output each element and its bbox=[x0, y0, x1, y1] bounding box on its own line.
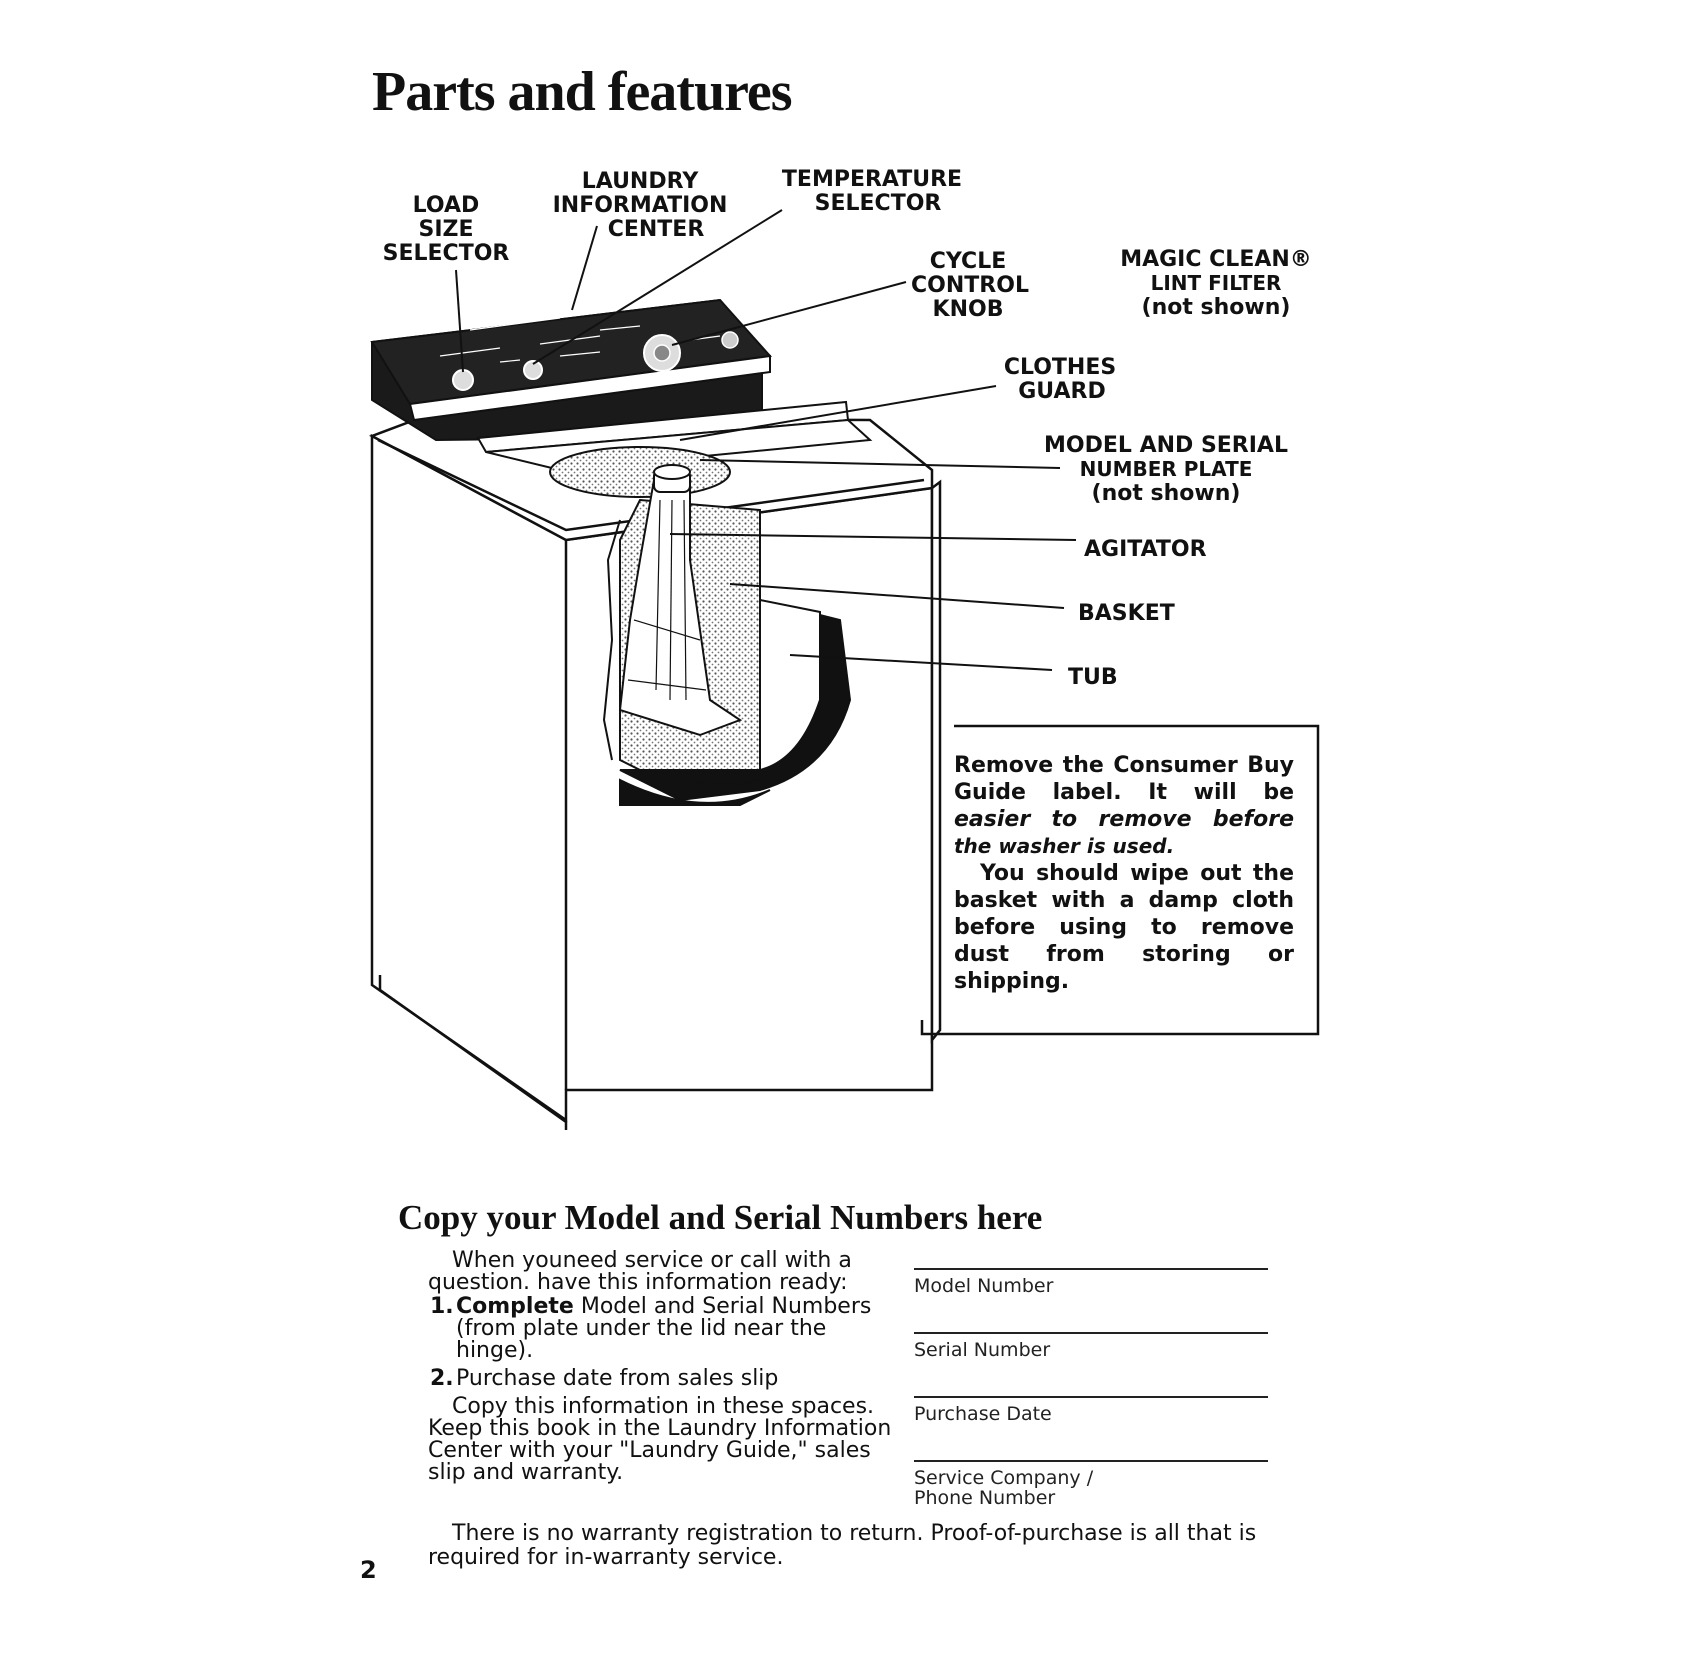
label-magic-clean-lint-filter: MAGIC CLEAN® LINT FILTER (not shown) bbox=[1120, 247, 1312, 320]
label-load-size-selector: LOAD SIZE SELECTOR bbox=[383, 193, 510, 266]
warranty-note-text: There is no warranty registration to ret… bbox=[428, 1521, 1257, 1570]
record-heading: Copy your Model and Serial Numbers here bbox=[398, 1198, 1043, 1237]
record-intro: When youneed service or call with a ques… bbox=[428, 1248, 852, 1295]
serial-number-field[interactable]: Serial Number bbox=[914, 1332, 1268, 1396]
purchase-date-line bbox=[914, 1396, 1268, 1398]
notice-box bbox=[920, 724, 1320, 1036]
step-2-text: Purchase date from sales slip bbox=[456, 1366, 779, 1391]
notice-line-remove-label: Remove the Consumer Buy Guide label. bbox=[954, 753, 1294, 805]
notice-line-easier-italic: easier to remove before bbox=[954, 807, 1294, 832]
model-number-line bbox=[914, 1268, 1268, 1270]
cycle-control-knob-line2: CONTROL bbox=[911, 273, 1029, 298]
label-model-serial-plate: MODEL AND SERIAL NUMBER PLATE (not shown… bbox=[1044, 433, 1288, 506]
magic-clean-line2: LINT FILTER bbox=[1151, 271, 1282, 295]
clothes-guard-line1: CLOTHES bbox=[1004, 355, 1116, 380]
label-clothes-guard: CLOTHES GUARD bbox=[1004, 355, 1116, 404]
label-cycle-control-knob: CYCLE CONTROL KNOB bbox=[911, 249, 1029, 322]
load-size-selector-line1: LOAD bbox=[413, 193, 480, 218]
model-serial-plate-line1: MODEL AND SERIAL bbox=[1044, 433, 1288, 458]
load-size-selector-line3: SELECTOR bbox=[383, 241, 510, 266]
laundry-information-center-line2: INFORMATION bbox=[553, 193, 728, 218]
step-2-number: 2. bbox=[430, 1366, 454, 1391]
service-company-line bbox=[914, 1460, 1268, 1462]
label-laundry-information-center: LAUNDRY INFORMATION CENTER bbox=[553, 169, 728, 242]
model-number-caption: Model Number bbox=[914, 1275, 1054, 1297]
load-size-selector-line2: SIZE bbox=[418, 217, 473, 242]
record-instructions: When youneed service or call with a ques… bbox=[428, 1250, 898, 1486]
model-serial-plate-line2: NUMBER PLATE bbox=[1080, 457, 1253, 481]
laundry-information-center-line1: LAUNDRY bbox=[582, 169, 700, 194]
cycle-control-knob-line1: CYCLE bbox=[930, 249, 1006, 274]
record-fields: Model Number Serial Number Purchase Date… bbox=[914, 1268, 1268, 1524]
step-1-number: 1. bbox=[430, 1294, 454, 1319]
temperature-selector-line1: TEMPERATURE bbox=[782, 167, 962, 192]
service-company-field[interactable]: Service Company / Phone Number bbox=[914, 1460, 1268, 1524]
notice-line-washer-used: the washer is used. bbox=[954, 834, 1175, 858]
label-tub: TUB bbox=[1068, 665, 1118, 690]
record-steps: 1. Complete Model and Serial Numbers (fr… bbox=[428, 1296, 898, 1390]
record-step-2: 2. Purchase date from sales slip bbox=[428, 1368, 898, 1390]
magic-clean-line1: MAGIC CLEAN® bbox=[1120, 247, 1312, 272]
step-1-bold: Complete bbox=[456, 1294, 574, 1319]
model-number-field[interactable]: Model Number bbox=[914, 1268, 1268, 1332]
model-serial-plate-line3: (not shown) bbox=[1092, 481, 1241, 506]
warranty-note: There is no warranty registration to ret… bbox=[428, 1522, 1258, 1570]
laundry-information-center-line3: CENTER bbox=[608, 217, 705, 242]
purchase-date-caption: Purchase Date bbox=[914, 1403, 1052, 1425]
serial-number-caption: Serial Number bbox=[914, 1339, 1051, 1361]
label-agitator: AGITATOR bbox=[1084, 537, 1207, 562]
leader-lines bbox=[455, 209, 1077, 671]
record-step-1: 1. Complete Model and Serial Numbers (fr… bbox=[428, 1296, 898, 1362]
temperature-selector-line2: SELECTOR bbox=[815, 191, 942, 216]
washer-cutaway bbox=[549, 446, 852, 806]
washer-diagram: LOAD SIZE SELECTOR LAUNDRY INFORMATION C… bbox=[368, 167, 1320, 1130]
record-copy-note: Copy this information in these spaces. K… bbox=[428, 1394, 892, 1485]
notice-paragraph-2: You should wipe out the basket with a da… bbox=[954, 861, 1294, 994]
cycle-control-knob-line3: KNOB bbox=[933, 297, 1004, 322]
step-1-text: Model and Serial Numbers (from plate und… bbox=[456, 1294, 872, 1363]
page-title: Parts and features bbox=[372, 61, 793, 123]
page-number: 2 bbox=[360, 1556, 377, 1584]
service-company-caption: Service Company / Phone Number bbox=[914, 1467, 1094, 1509]
clothes-guard-line2: GUARD bbox=[1018, 379, 1105, 404]
notice-text: Remove the Consumer Buy Guide label. It … bbox=[954, 752, 1294, 995]
notice-paragraph-1: Remove the Consumer Buy Guide label. It … bbox=[954, 752, 1294, 860]
purchase-date-field[interactable]: Purchase Date bbox=[914, 1396, 1268, 1460]
magic-clean-line3: (not shown) bbox=[1142, 295, 1291, 320]
serial-number-line bbox=[914, 1332, 1268, 1334]
notice-line-easier: It will be bbox=[1148, 780, 1294, 805]
label-basket: BASKET bbox=[1078, 601, 1175, 626]
label-temperature-selector: TEMPERATURE SELECTOR bbox=[782, 167, 962, 216]
